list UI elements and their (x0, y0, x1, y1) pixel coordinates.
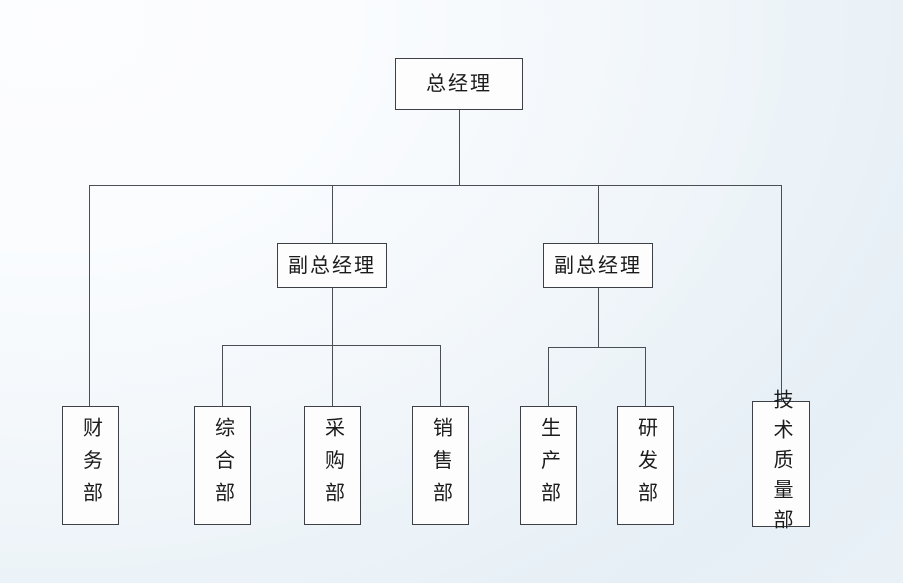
node-research-dept-label: 研发部 (634, 416, 657, 515)
node-general-affairs-dept[interactable]: 综合部 (194, 406, 251, 525)
connector-sub-to-sales (440, 345, 441, 406)
connector-deputy-right-bus (548, 347, 646, 348)
node-finance-dept[interactable]: 财务部 (62, 406, 119, 525)
node-production-dept-label: 生产部 (537, 416, 560, 515)
connector-deputy-left-stem (332, 288, 333, 345)
node-sales-dept[interactable]: 销售部 (412, 406, 469, 525)
node-production-dept[interactable]: 生产部 (520, 406, 577, 525)
node-research-dept[interactable]: 研发部 (617, 406, 674, 525)
connector-sub-to-research (645, 347, 646, 406)
node-general-manager-label: 总经理 (426, 73, 492, 95)
node-technical-quality-dept[interactable]: 技术质量部 (752, 389, 810, 539)
node-general-manager[interactable]: 总经理 (395, 58, 523, 110)
node-deputy-manager-left-label: 副总经理 (288, 254, 376, 277)
connector-bus-to-deputy-right (598, 185, 599, 243)
connector-gm-stem (459, 110, 460, 186)
connector-deputy-left-bus (222, 345, 441, 346)
connector-main-bus (89, 185, 782, 186)
connector-sub-to-general-affairs (222, 345, 223, 406)
connector-sub-to-production (548, 347, 549, 406)
node-deputy-manager-right-label: 副总经理 (554, 254, 642, 277)
connector-bus-to-deputy-left (332, 185, 333, 243)
node-general-affairs-dept-label: 综合部 (211, 416, 234, 515)
node-deputy-manager-left[interactable]: 副总经理 (277, 243, 387, 288)
node-sales-dept-label: 销售部 (429, 416, 452, 515)
node-technical-quality-dept-label: 技术质量部 (770, 389, 792, 539)
node-procurement-dept[interactable]: 采购部 (304, 406, 361, 525)
connector-bus-to-finance (89, 185, 90, 406)
connector-sub-to-procurement (332, 345, 333, 406)
node-deputy-manager-right[interactable]: 副总经理 (543, 243, 653, 288)
connector-deputy-right-stem (598, 288, 599, 347)
node-procurement-dept-label: 采购部 (321, 416, 344, 515)
connector-bus-to-technical-quality (781, 185, 782, 401)
node-finance-dept-label: 财务部 (79, 416, 102, 515)
